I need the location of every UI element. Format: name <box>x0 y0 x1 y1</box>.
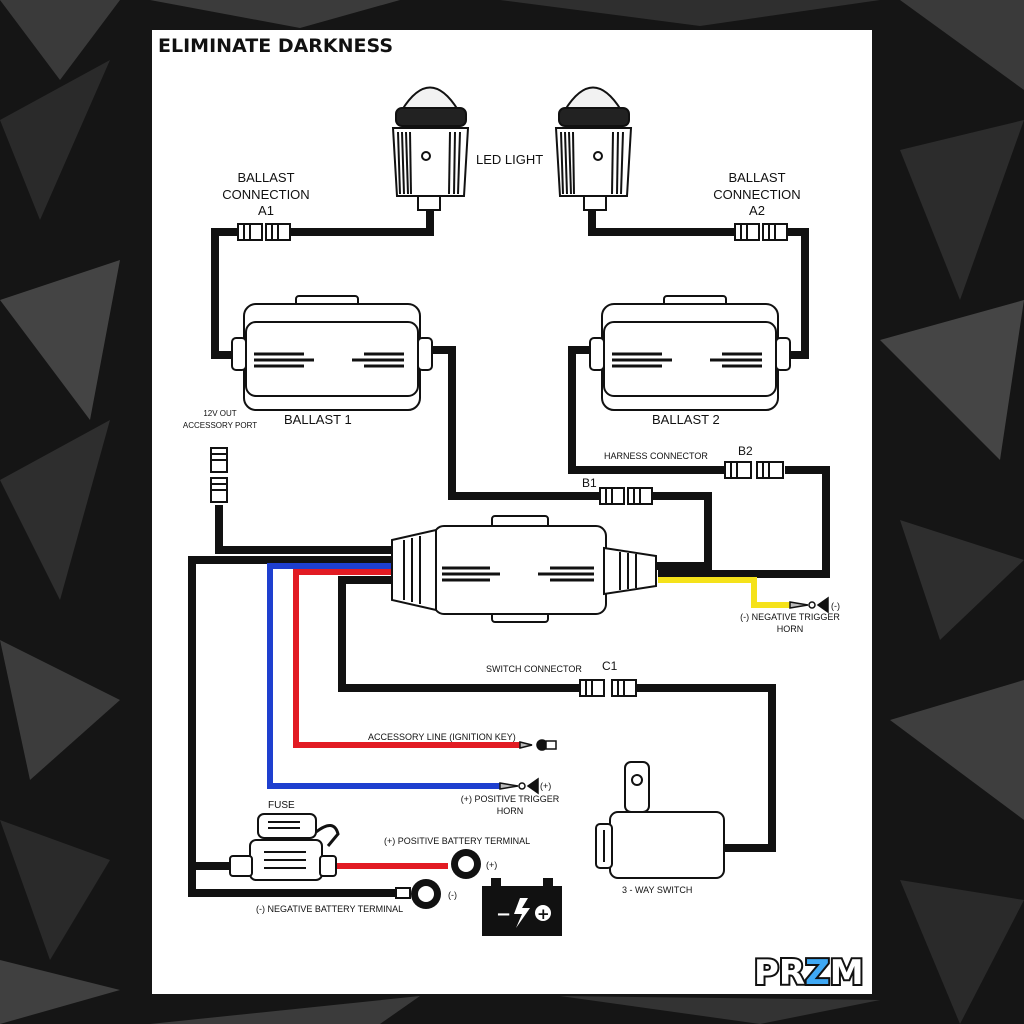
connector-b2 <box>724 461 784 479</box>
brand-logo: PRZM <box>752 951 866 995</box>
fuse-holder <box>229 813 340 881</box>
switch-connector-label: SWITCH CONNECTOR <box>486 664 582 674</box>
positive-trigger-wire <box>267 563 500 789</box>
fuse-label: FUSE <box>268 800 295 811</box>
accessory-port-connector <box>210 447 228 503</box>
battery-negative-sign: (-) <box>448 890 457 900</box>
positive-trigger-terminal <box>499 777 539 795</box>
battery-positive-sign: (+) <box>486 860 497 870</box>
negative-trigger-sign: (-) <box>831 601 840 611</box>
negative-battery-label: (-) NEGATIVE BATTERY TERMINAL <box>256 904 403 914</box>
svg-text:ACCESSORY PORT: ACCESSORY PORT <box>183 421 257 430</box>
ballast-1 <box>231 295 433 411</box>
accessory-line-terminal <box>519 739 557 751</box>
ballast-1-label: BALLAST 1 <box>284 412 352 427</box>
b1-label: B1 <box>582 476 597 490</box>
positive-ring-terminal <box>451 849 481 879</box>
b2-label: B2 <box>738 444 753 458</box>
three-way-switch-label: 3 - WAY SWITCH <box>622 885 692 895</box>
svg-text:BALLAST: BALLAST <box>728 170 785 185</box>
ground-wires <box>188 210 830 897</box>
svg-text:HORN: HORN <box>777 624 804 634</box>
svg-text:−: − <box>496 904 511 925</box>
svg-text:+: + <box>537 905 550 923</box>
positive-trigger-label: (+) POSITIVE TRIGGER HORN <box>461 794 560 816</box>
led-light-left <box>391 86 470 211</box>
negative-trigger-wire <box>658 577 790 608</box>
svg-text:CONNECTION: CONNECTION <box>222 187 309 202</box>
ballast-conn-a2-label: BALLAST CONNECTION A2 <box>713 170 800 218</box>
c1-label: C1 <box>602 659 618 673</box>
positive-trigger-sign: (+) <box>540 781 551 791</box>
connector-a2 <box>734 223 788 241</box>
page-title: ELIMINATE DARKNESS <box>158 35 393 57</box>
three-way-switch <box>595 761 725 879</box>
connector-c1 <box>579 679 637 697</box>
negative-trigger-label: (-) NEGATIVE TRIGGER HORN <box>740 612 840 634</box>
battery-icon: − + <box>482 878 562 936</box>
relay-controller <box>391 515 657 623</box>
positive-wires <box>293 569 520 869</box>
ballast-conn-a1-label: BALLAST CONNECTION A1 <box>222 170 309 218</box>
svg-text:CONNECTION: CONNECTION <box>713 187 800 202</box>
ballast-2 <box>589 295 791 411</box>
led-light-right <box>554 86 633 211</box>
positive-battery-label: (+) POSITIVE BATTERY TERMINAL <box>384 836 530 846</box>
accessory-port-label: 12V OUT ACCESSORY PORT <box>183 409 257 430</box>
svg-text:HORN: HORN <box>497 806 524 816</box>
svg-text:(-) NEGATIVE TRIGGER: (-) NEGATIVE TRIGGER <box>740 612 840 622</box>
svg-text:A2: A2 <box>749 203 765 218</box>
negative-trigger-terminal <box>789 596 829 614</box>
ballast-2-label: BALLAST 2 <box>652 412 720 427</box>
svg-text:BALLAST: BALLAST <box>237 170 294 185</box>
negative-ring-terminal <box>395 879 441 909</box>
connector-a1 <box>237 223 291 241</box>
svg-text:A1: A1 <box>258 203 274 218</box>
connector-b1 <box>599 487 653 505</box>
svg-text:(+) POSITIVE TRIGGER: (+) POSITIVE TRIGGER <box>461 794 560 804</box>
svg-text:PRZM: PRZM <box>754 953 864 993</box>
led-light-label: LED LIGHT <box>476 152 543 167</box>
accessory-line-label: ACCESSORY LINE (IGNITION KEY) <box>368 732 516 742</box>
harness-connector-label: HARNESS CONNECTOR <box>604 451 708 461</box>
svg-text:12V OUT: 12V OUT <box>203 409 236 418</box>
